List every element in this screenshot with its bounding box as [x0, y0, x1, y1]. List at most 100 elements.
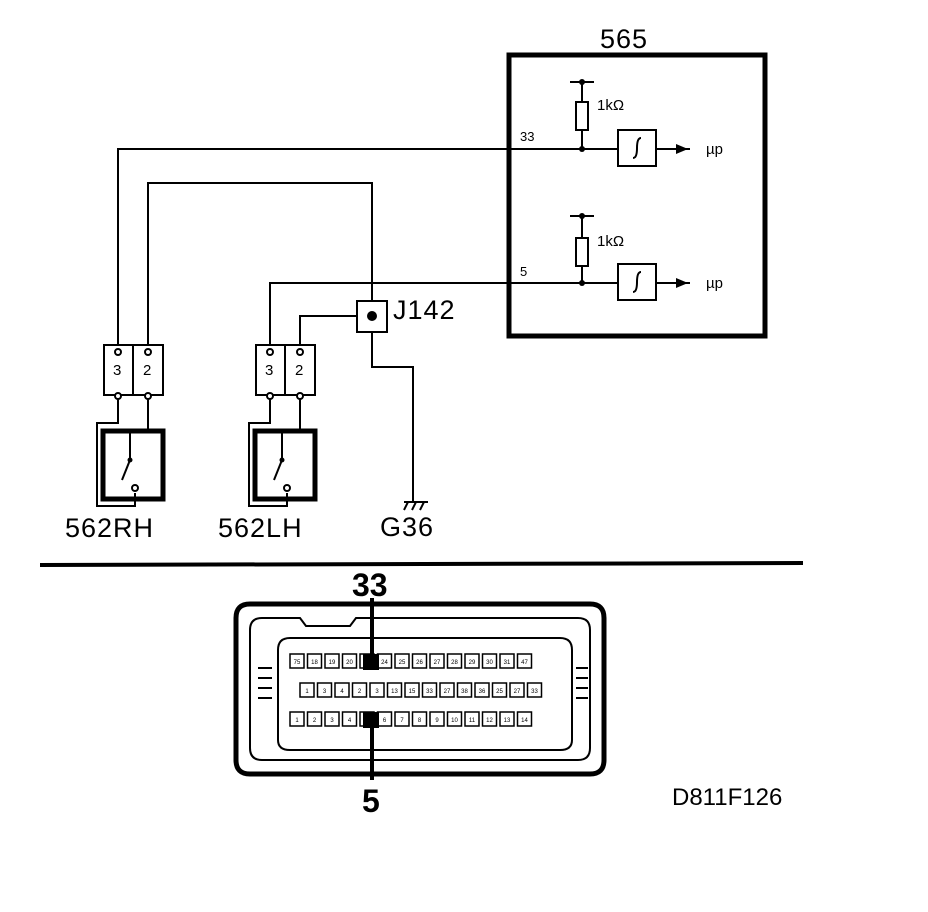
connector-pin-number: 38 [461, 689, 468, 695]
connector-pin-cavity [369, 682, 385, 698]
connector-pin-number: 13 [504, 718, 511, 724]
switch-lh-pin-2: 2 [295, 362, 303, 379]
connector-pin-cavity [324, 653, 340, 669]
connector-pin-number: 18 [311, 660, 318, 666]
connector-pin-number: 28 [451, 660, 458, 666]
connector-pin-cavity [316, 682, 333, 698]
connector-pin-number: 1 [295, 718, 299, 724]
connector-pin-number: 6 [383, 718, 387, 724]
connector-pin-5-label: 5 [362, 783, 380, 819]
lower-input-circuit [570, 213, 690, 301]
upper-input-circuit [570, 79, 690, 167]
connector-pin-number: 14 [521, 718, 528, 724]
connector-pin-cavity [334, 682, 350, 698]
connector-pin-cavity [429, 653, 445, 669]
connector-pin-cavity [491, 682, 508, 698]
connector-pin-cavity [516, 711, 533, 727]
lower-resistor-value: 1kΩ [597, 233, 624, 250]
lower-resistor [575, 237, 589, 267]
connector-pin-number: 27 [514, 689, 521, 695]
connector-pin-number: 15 [409, 689, 416, 695]
switch-rh-pin-3: 3 [113, 362, 121, 379]
connector-pin-number: 25 [399, 660, 406, 666]
switch-lh-connector [255, 344, 316, 400]
connector-pin-cavity [306, 653, 323, 669]
connector-pin-number: 11 [469, 718, 476, 724]
switch-rh [96, 399, 166, 507]
ground-symbol [403, 501, 428, 511]
connector-pin-cavity [526, 682, 543, 698]
upper-resistor-value: 1kΩ [597, 97, 624, 114]
ecu-label: 565 [600, 24, 648, 54]
connector-pin-cavity [341, 711, 358, 727]
connector-pin-cavity [306, 711, 323, 727]
connector-pin-cavity [516, 653, 533, 669]
connector-pin-33-label: 33 [352, 567, 388, 603]
switch-lh [248, 399, 318, 507]
connector-pin-number: 3 [323, 689, 327, 695]
ground-label: G36 [380, 512, 434, 542]
connector-pin-number: 26 [416, 660, 423, 666]
connector-pin-number: 29 [469, 660, 476, 666]
connector-pin-cavity [446, 653, 463, 669]
connector-pin-number: 3 [375, 689, 379, 695]
connector-pin-number: 4 [340, 689, 344, 695]
switch-rh-label: 562RH [65, 513, 154, 543]
connector-pin-cavity [464, 653, 480, 669]
connector-pin-number: 31 [504, 660, 511, 666]
connector-pin-number: 12 [486, 718, 493, 724]
connector-pin-number: 19 [329, 660, 336, 666]
connector-pin-number: 33 [531, 689, 538, 695]
ecu-pin-5-label: 5 [520, 264, 527, 279]
connector-pin-number: 2 [358, 689, 362, 695]
connector-pin-cavity [289, 711, 305, 727]
connector-pin-cavity [446, 711, 463, 727]
connector-pin-number: 2 [313, 718, 317, 724]
connector-pin-number: 30 [486, 660, 493, 666]
connector-pin-cavity [394, 653, 410, 669]
connector-pin-number: 10 [451, 718, 458, 724]
connector-pin-number: 4 [348, 718, 352, 724]
upper-resistor [575, 101, 589, 131]
connector-pin-number: 27 [444, 689, 451, 695]
connector-pin-cavity [411, 711, 428, 727]
connector-pin-number: 47 [521, 660, 528, 666]
connector-pin-cavity [499, 653, 515, 669]
lower-output-label: µp [706, 275, 723, 292]
connector-pin-number: 24 [381, 660, 388, 666]
connector-pin-cavity [324, 711, 340, 727]
connector-pin-cavity [481, 653, 498, 669]
connector-pin-cavity [394, 711, 410, 727]
connector-pin-cavity [404, 682, 420, 698]
connector-pin-cavity [509, 682, 525, 698]
connector-pin-cavity [289, 653, 305, 669]
connector-pin-number: 7 [400, 718, 404, 724]
connector-pin-cavity [411, 653, 428, 669]
connector-pin-number: 3 [330, 718, 334, 724]
connector-pin-number: 36 [479, 689, 486, 695]
switch-lh-pin-3: 3 [265, 362, 273, 379]
figure-reference: D811F126 [672, 784, 782, 811]
connector-pin-number: 33 [426, 689, 433, 695]
connector-pin-cavity [499, 711, 515, 727]
connector-pin-number: 9 [435, 718, 439, 724]
connector-pin-number: 20 [346, 660, 353, 666]
connector-pin-cavity [481, 711, 498, 727]
connector-pin-cavity [456, 682, 473, 698]
connector-pin-cavity [351, 682, 368, 698]
connector-pin-number: 25 [496, 689, 503, 695]
connector-pin-cavity [299, 682, 315, 698]
connector-pin-cavity [429, 711, 445, 727]
connector-pin-cavity [421, 682, 438, 698]
connector-pin-number: 75 [294, 660, 301, 666]
connector-pin-cavity [474, 682, 490, 698]
connector-pin-33-highlight [363, 654, 379, 670]
junction-label: J142 [393, 295, 456, 325]
connector-pin-cavity [464, 711, 480, 727]
upper-output-label: µp [706, 141, 723, 158]
connector-pin-number: 13 [391, 689, 398, 695]
ecu-box [506, 52, 768, 339]
switch-lh-label: 562LH [218, 513, 303, 543]
